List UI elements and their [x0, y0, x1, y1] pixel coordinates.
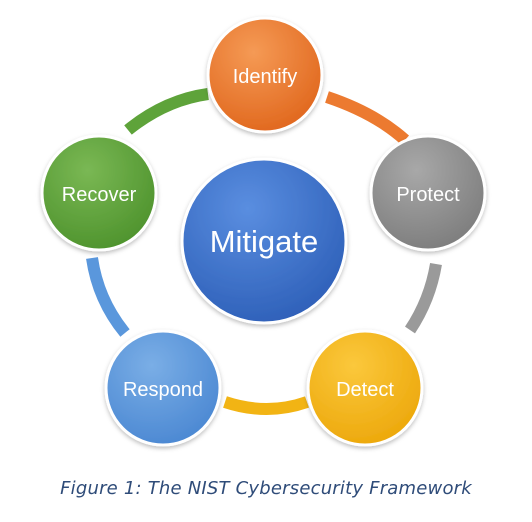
node-recover-label: Recover [62, 184, 137, 206]
node-respond: Respond [104, 329, 222, 447]
arc-respond-recover [86, 257, 130, 337]
node-protect-label: Protect [396, 184, 460, 206]
arc-identify-protect [325, 91, 410, 145]
node-identify-label: Identify [233, 66, 297, 88]
arc-protect-detect [404, 262, 442, 334]
node-respond-label: Respond [123, 379, 203, 401]
center-node-mitigate: Mitigate [180, 157, 348, 325]
node-detect: Detect [306, 329, 424, 447]
figure-caption: Figure 1: The NIST Cybersecurity Framewo… [60, 478, 472, 499]
arc-detect-respond [223, 396, 309, 415]
node-protect: Protect [369, 134, 487, 252]
node-detect-label: Detect [336, 379, 394, 401]
node-recover: Recover [40, 134, 158, 252]
arc-recover-identify [124, 88, 209, 135]
node-identify: Identify [206, 16, 324, 134]
center-label: Mitigate [210, 224, 319, 259]
